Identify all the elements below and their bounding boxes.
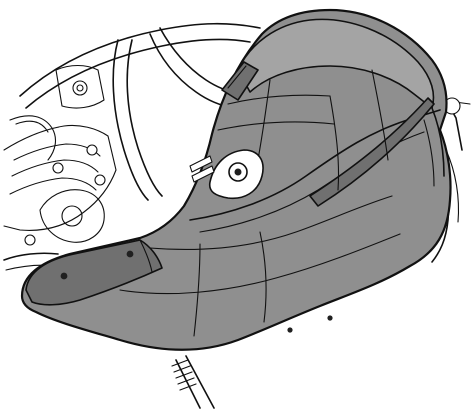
lower-frame	[3, 252, 59, 261]
vent-slot-2	[191, 165, 215, 183]
panel-line-5	[371, 69, 389, 161]
bottom-bolt-1	[287, 327, 293, 333]
panel-line-1	[227, 94, 331, 105]
bolt-head-1	[72, 80, 88, 96]
skid-plate-top-face	[237, 18, 435, 109]
bolt-4	[94, 174, 106, 186]
frame-tube-top	[19, 22, 261, 97]
right-flange	[431, 107, 445, 177]
nose-bolt-left	[60, 272, 68, 280]
engine-cover	[39, 189, 105, 243]
center-crease	[189, 109, 441, 221]
bolt-head-1-center	[76, 84, 84, 92]
skid-plate	[20, 8, 452, 351]
kickstand	[171, 355, 215, 409]
hose-1	[9, 115, 57, 161]
engine-fin-2	[11, 159, 99, 177]
kickstand-leg-2	[185, 355, 215, 409]
nose-plate-edge	[139, 239, 153, 273]
bottom-bolt-2	[327, 315, 333, 321]
cylinder-head	[55, 64, 105, 109]
right-flange-inner	[423, 119, 435, 187]
kickstand-spring	[171, 359, 197, 391]
panel-line-2	[217, 121, 335, 131]
engine-fin-3	[9, 177, 97, 195]
upper-mount-slot-inner	[227, 65, 247, 89]
bolt-5	[24, 234, 36, 246]
lower-panel-line-2	[119, 233, 401, 295]
crash-bar-outer	[112, 39, 149, 201]
vent-slot-1	[189, 155, 213, 173]
raised-rib	[309, 97, 435, 207]
crash-bar-inner	[126, 39, 163, 197]
bolt-3	[86, 144, 98, 156]
kickstand-leg-1	[175, 359, 201, 409]
lower-panel-line-3	[259, 231, 267, 323]
engine-cover-center	[61, 205, 83, 227]
nose-bolt-right	[126, 250, 134, 258]
panel-line-3	[329, 95, 340, 191]
frame-tube-top-inner	[25, 38, 251, 109]
lower-panel-line-1	[149, 195, 393, 250]
center-mount-bolt-head	[234, 168, 242, 176]
bolt-2	[52, 162, 64, 174]
hose-1-inner	[15, 120, 49, 133]
engine-block	[3, 124, 117, 231]
upper-mount-slot	[221, 61, 259, 101]
lower-panel-line-4	[193, 243, 201, 337]
